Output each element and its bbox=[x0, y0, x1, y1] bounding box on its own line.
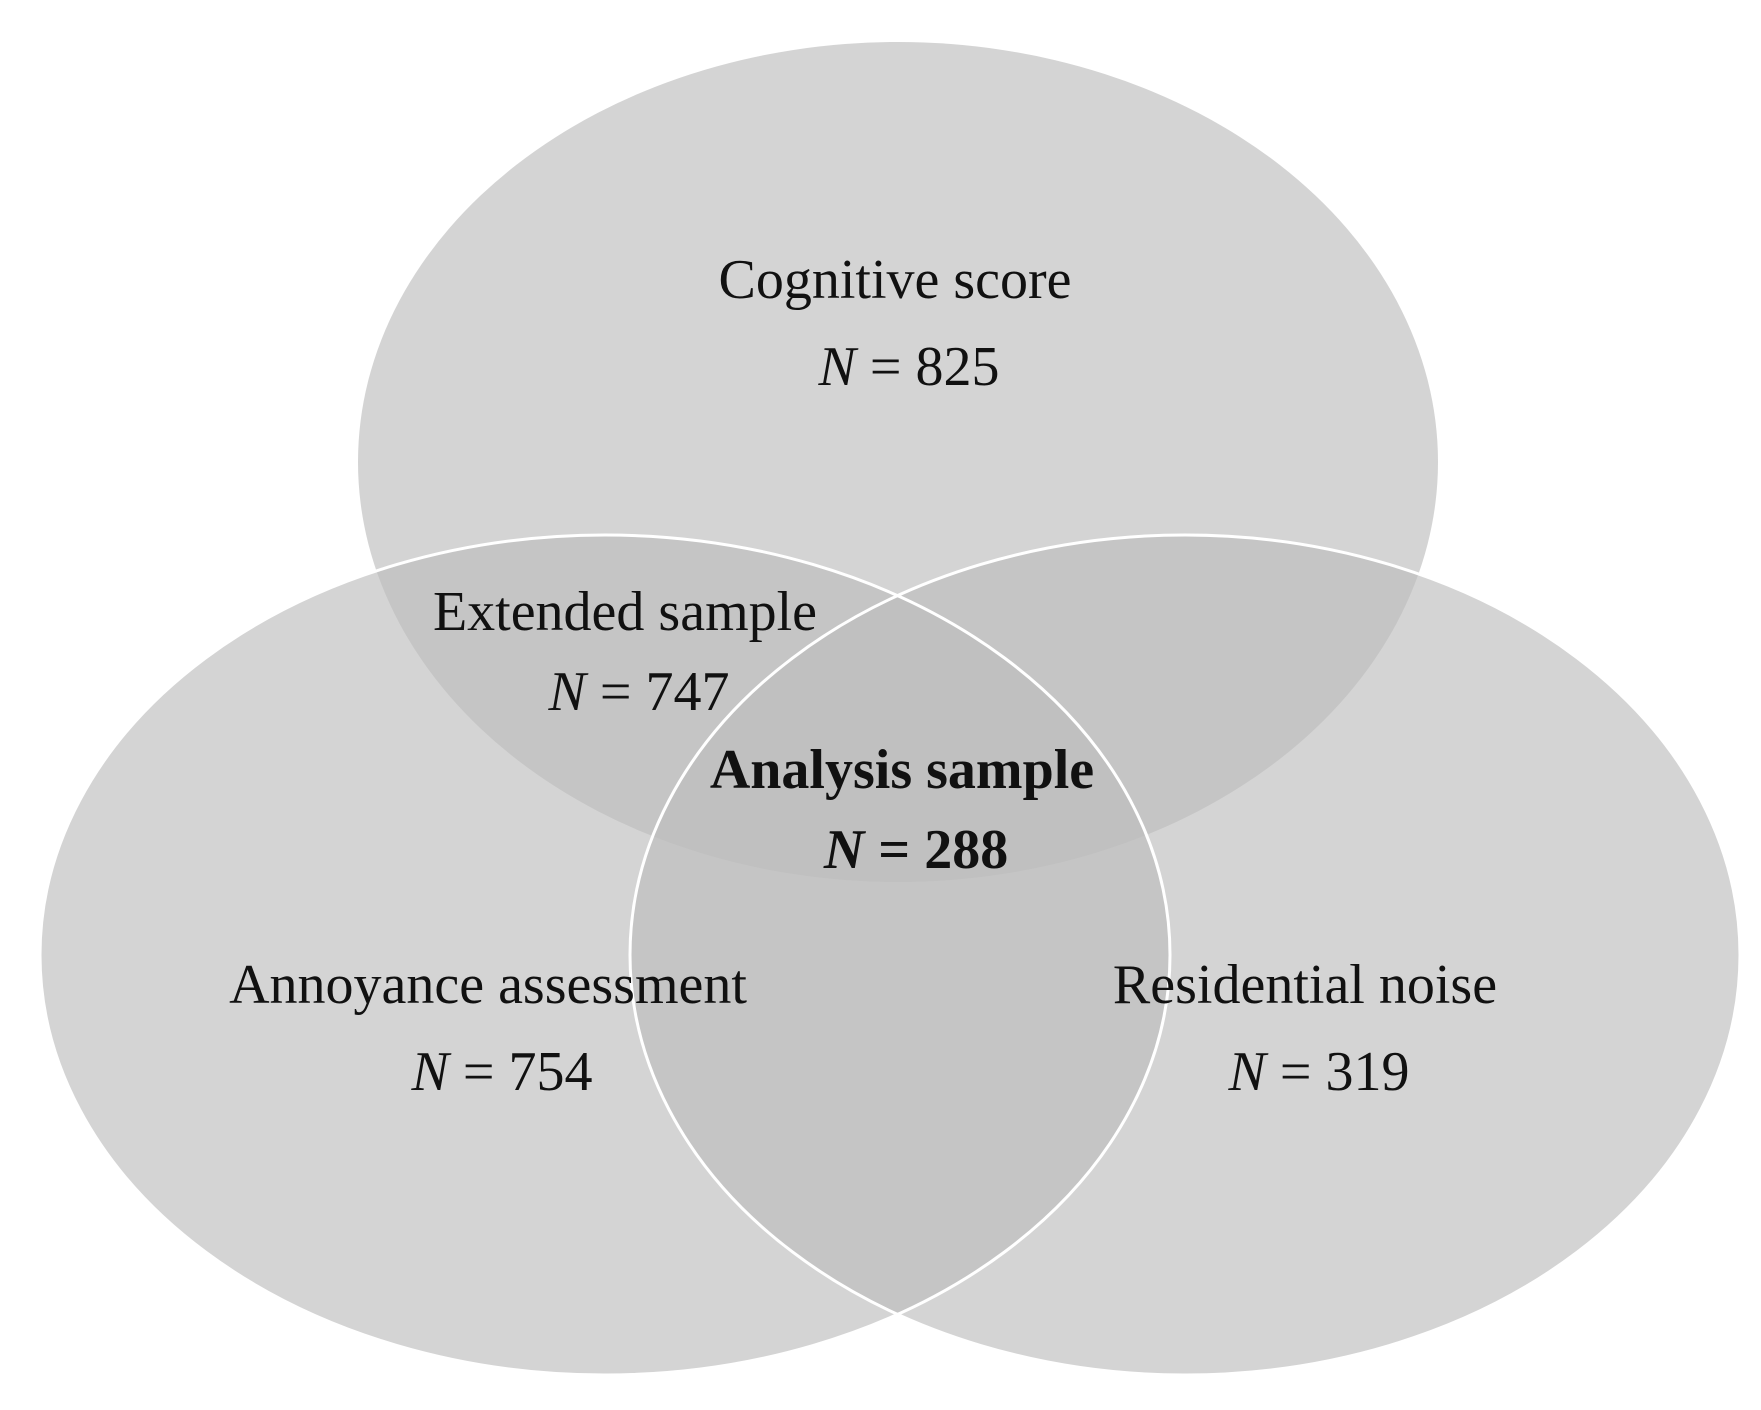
residential-noise-label: Residential noise bbox=[1113, 954, 1497, 1016]
n-symbol: N bbox=[823, 819, 867, 881]
annoyance-assessment-label: Annoyance assessment bbox=[229, 954, 747, 1016]
cognitive-score-label: Cognitive score bbox=[718, 249, 1071, 311]
outline-residential-noise bbox=[628, 533, 1742, 1377]
equals-sign: = bbox=[864, 819, 924, 881]
set-residential-noise bbox=[630, 535, 1740, 1375]
equals-sign: = bbox=[1266, 1041, 1326, 1103]
extended-sample-count: N = 747 bbox=[479, 661, 772, 723]
count-value: 319 bbox=[1325, 1041, 1409, 1103]
cognitive-score-count: N = 825 bbox=[749, 336, 1042, 398]
analysis-sample-label: Analysis sample bbox=[710, 739, 1094, 801]
count-value: 825 bbox=[915, 336, 999, 398]
count-value: 754 bbox=[508, 1041, 592, 1103]
count-value: 288 bbox=[924, 819, 1008, 881]
analysis-sample-count: N = 288 bbox=[754, 819, 1050, 881]
n-symbol: N bbox=[411, 1041, 452, 1103]
count-value: 747 bbox=[645, 661, 729, 723]
n-symbol: N bbox=[1228, 1041, 1269, 1103]
equals-sign: = bbox=[586, 661, 646, 723]
annoyance-assessment-count: N = 754 bbox=[342, 1041, 635, 1103]
equals-sign: = bbox=[449, 1041, 509, 1103]
residential-noise-count: N = 319 bbox=[1159, 1041, 1452, 1103]
n-symbol: N bbox=[818, 336, 859, 398]
n-symbol: N bbox=[548, 661, 589, 723]
equals-sign: = bbox=[856, 336, 916, 398]
extended-sample-label: Extended sample bbox=[433, 581, 817, 643]
outline-annoyance-assessment bbox=[38, 533, 1172, 1377]
